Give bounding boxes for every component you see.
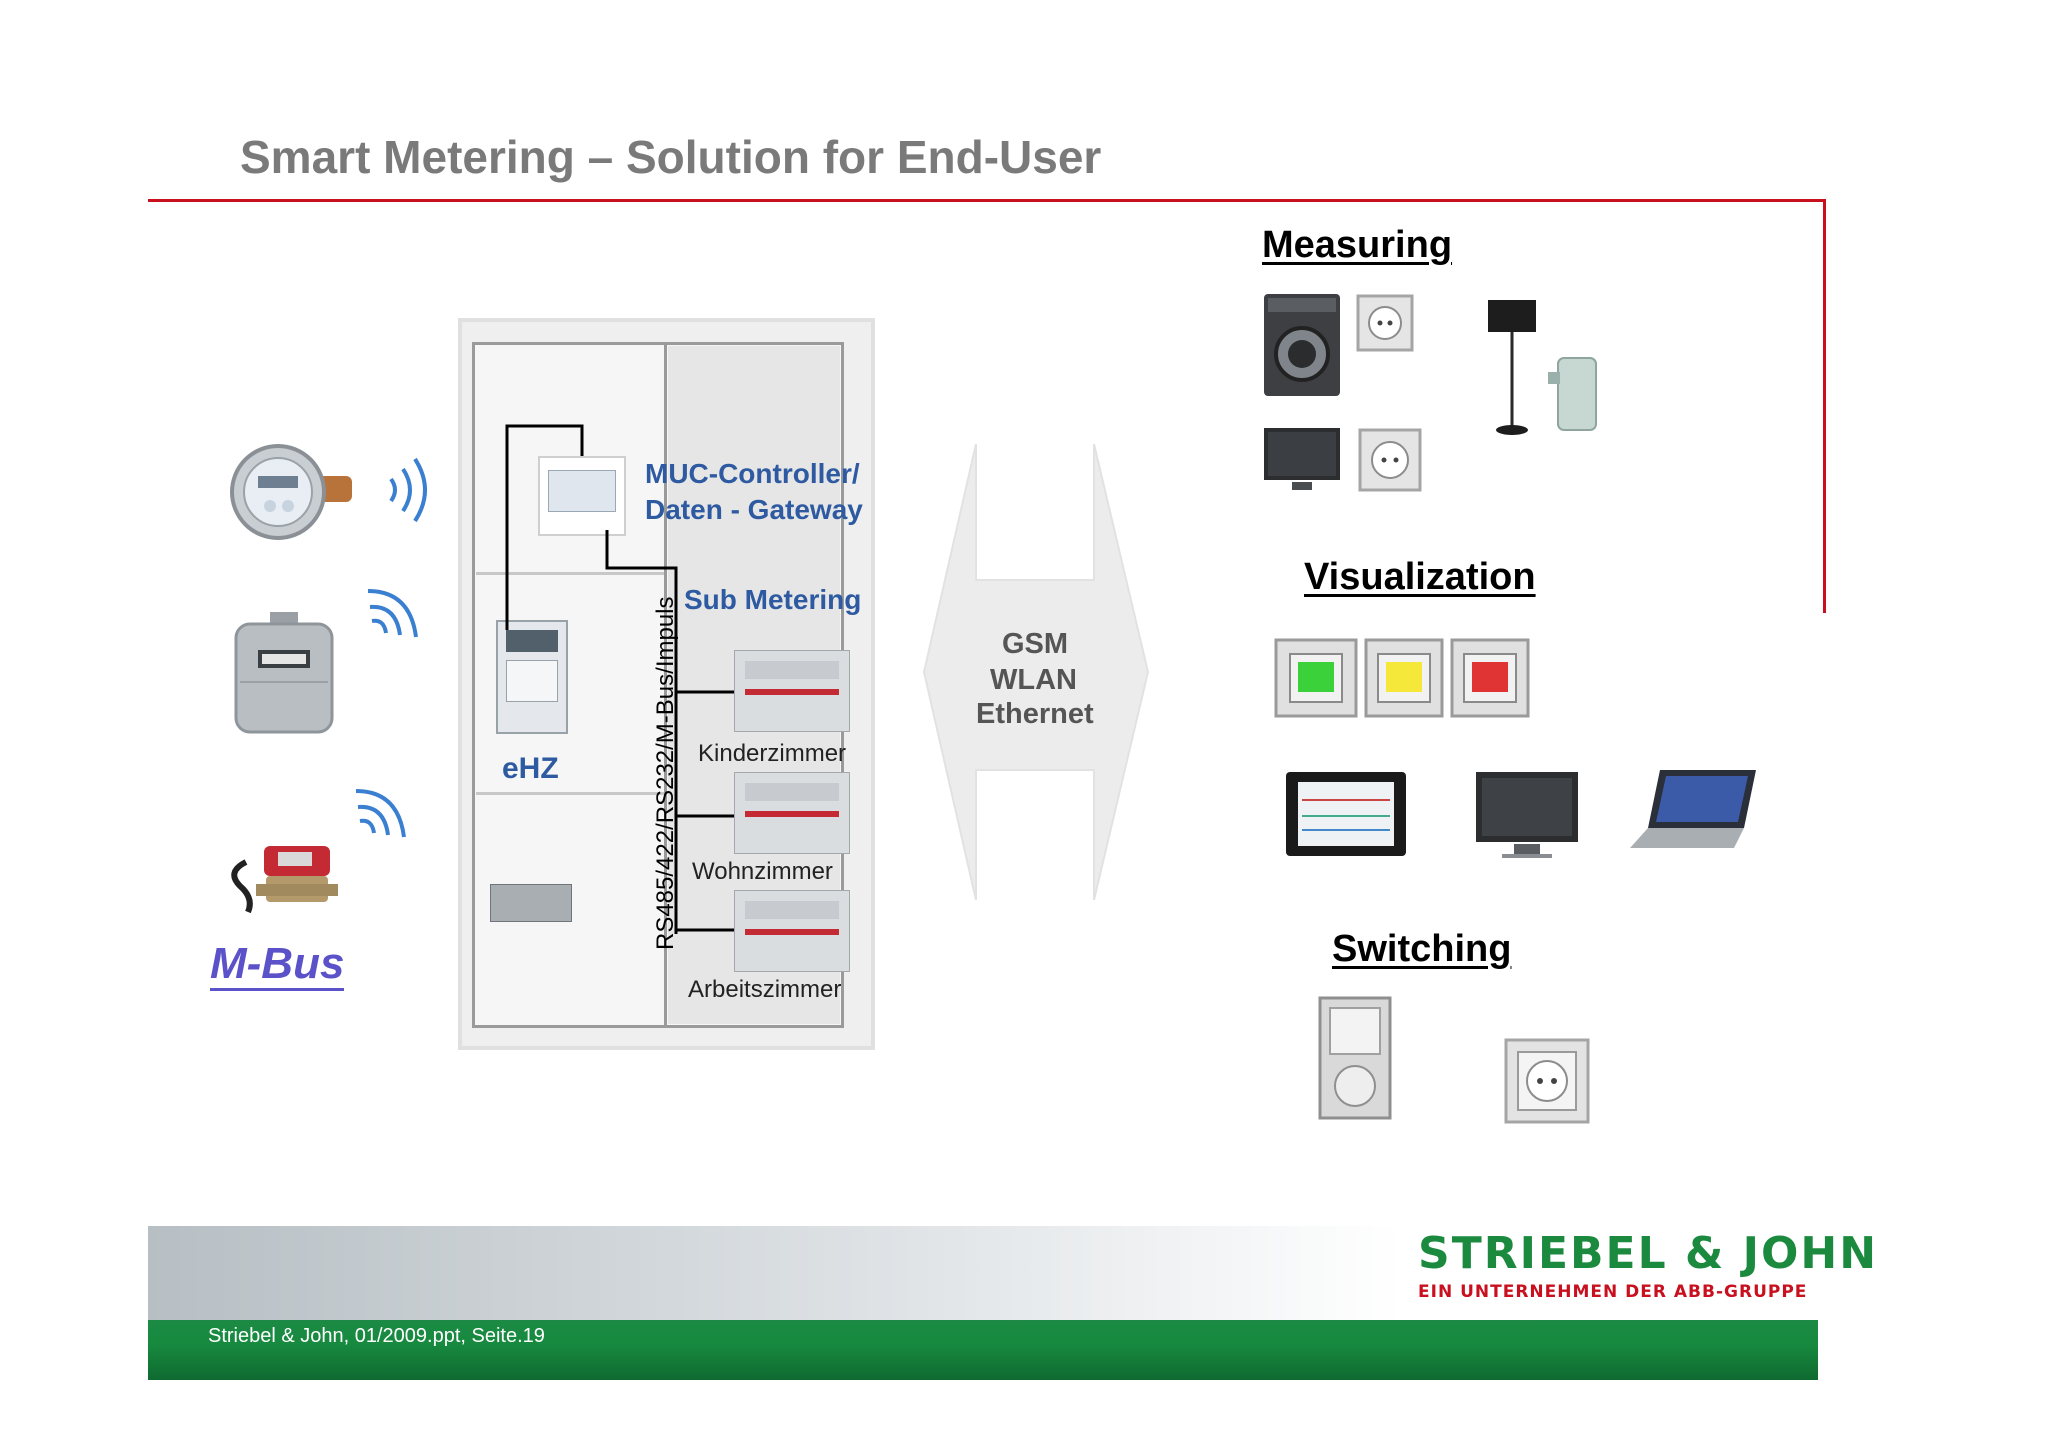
muc-label-line2: Daten - Gateway bbox=[645, 494, 863, 525]
sub-metering-label: Sub Metering bbox=[684, 584, 862, 615]
footer-green-bar bbox=[148, 1320, 1818, 1380]
title-underline-rule bbox=[148, 199, 1826, 202]
water-meter-icon bbox=[230, 444, 352, 540]
ehz-label: eHZ bbox=[502, 752, 559, 785]
arrow-line-gsm: GSM bbox=[1002, 628, 1069, 660]
brand-logo-text: STRIEBEL & JOHN bbox=[1418, 1228, 1879, 1279]
muc-label-line1: MUC-Controller/ bbox=[645, 458, 860, 489]
plug-adapter-icon bbox=[1548, 357, 1597, 431]
wireless-signal-icon bbox=[367, 589, 418, 638]
slide-title: Smart Metering – Solution for End-User bbox=[240, 131, 1102, 183]
room-label-kinderzimmer: Kinderzimmer bbox=[698, 740, 847, 767]
sub-meter-device bbox=[734, 772, 850, 854]
arrow-line-wlan: WLAN bbox=[990, 664, 1077, 696]
heat-meter-icon bbox=[231, 846, 338, 914]
cabinet-divider bbox=[664, 342, 667, 1028]
cabinet-shelf bbox=[476, 792, 664, 795]
room-label-wohnzimmer: Wohnzimmer bbox=[692, 858, 833, 885]
tv-icon bbox=[1264, 428, 1340, 490]
sub-meter-device bbox=[734, 650, 850, 732]
bidirectional-arrow bbox=[922, 443, 1150, 901]
wireless-signal-icon bbox=[389, 457, 427, 523]
right-frame-rule bbox=[1823, 199, 1826, 613]
dimmer-switch-icon bbox=[1318, 996, 1392, 1120]
gas-meter-icon bbox=[234, 612, 334, 734]
laptop-icon bbox=[1630, 770, 1756, 848]
floor-lamp-icon bbox=[1488, 300, 1536, 435]
display-switch-red-icon bbox=[1450, 638, 1530, 718]
mbus-logo: M-Bus bbox=[210, 940, 345, 991]
visualization-heading: Visualization bbox=[1304, 556, 1536, 598]
sub-meter-device bbox=[734, 890, 850, 972]
monitor-icon bbox=[1476, 772, 1578, 858]
wireless-signal-icon bbox=[355, 789, 406, 838]
display-switch-green-icon bbox=[1274, 638, 1358, 718]
circuit-breakers bbox=[490, 884, 572, 922]
socket-icon bbox=[1504, 1038, 1590, 1124]
bus-label-vertical: RS485/422/RS232/M-Bus/Impuls bbox=[652, 596, 679, 950]
measuring-heading: Measuring bbox=[1262, 224, 1453, 266]
switching-heading: Switching bbox=[1332, 928, 1512, 970]
ehz-meter-device bbox=[496, 620, 568, 734]
touch-panel-icon bbox=[1286, 772, 1406, 856]
socket-icon bbox=[1358, 428, 1422, 492]
room-label-arbeitszimmer: Arbeitszimmer bbox=[688, 976, 842, 1003]
arrow-line-ethernet: Ethernet bbox=[976, 698, 1094, 730]
brand-tagline: EIN UNTERNEHMEN DER ABB-GRUPPE bbox=[1418, 1282, 1808, 1302]
cabinet-shelf bbox=[476, 572, 664, 575]
footer-gradient-band bbox=[148, 1226, 1818, 1320]
footer-text: Striebel & John, 01/2009.ppt, Seite.19 bbox=[208, 1325, 545, 1347]
socket-icon bbox=[1356, 294, 1414, 352]
bus-wiring bbox=[505, 424, 738, 934]
display-switch-yellow-icon bbox=[1364, 638, 1444, 718]
muc-controller-device bbox=[538, 456, 626, 536]
washing-machine-icon bbox=[1264, 294, 1340, 396]
